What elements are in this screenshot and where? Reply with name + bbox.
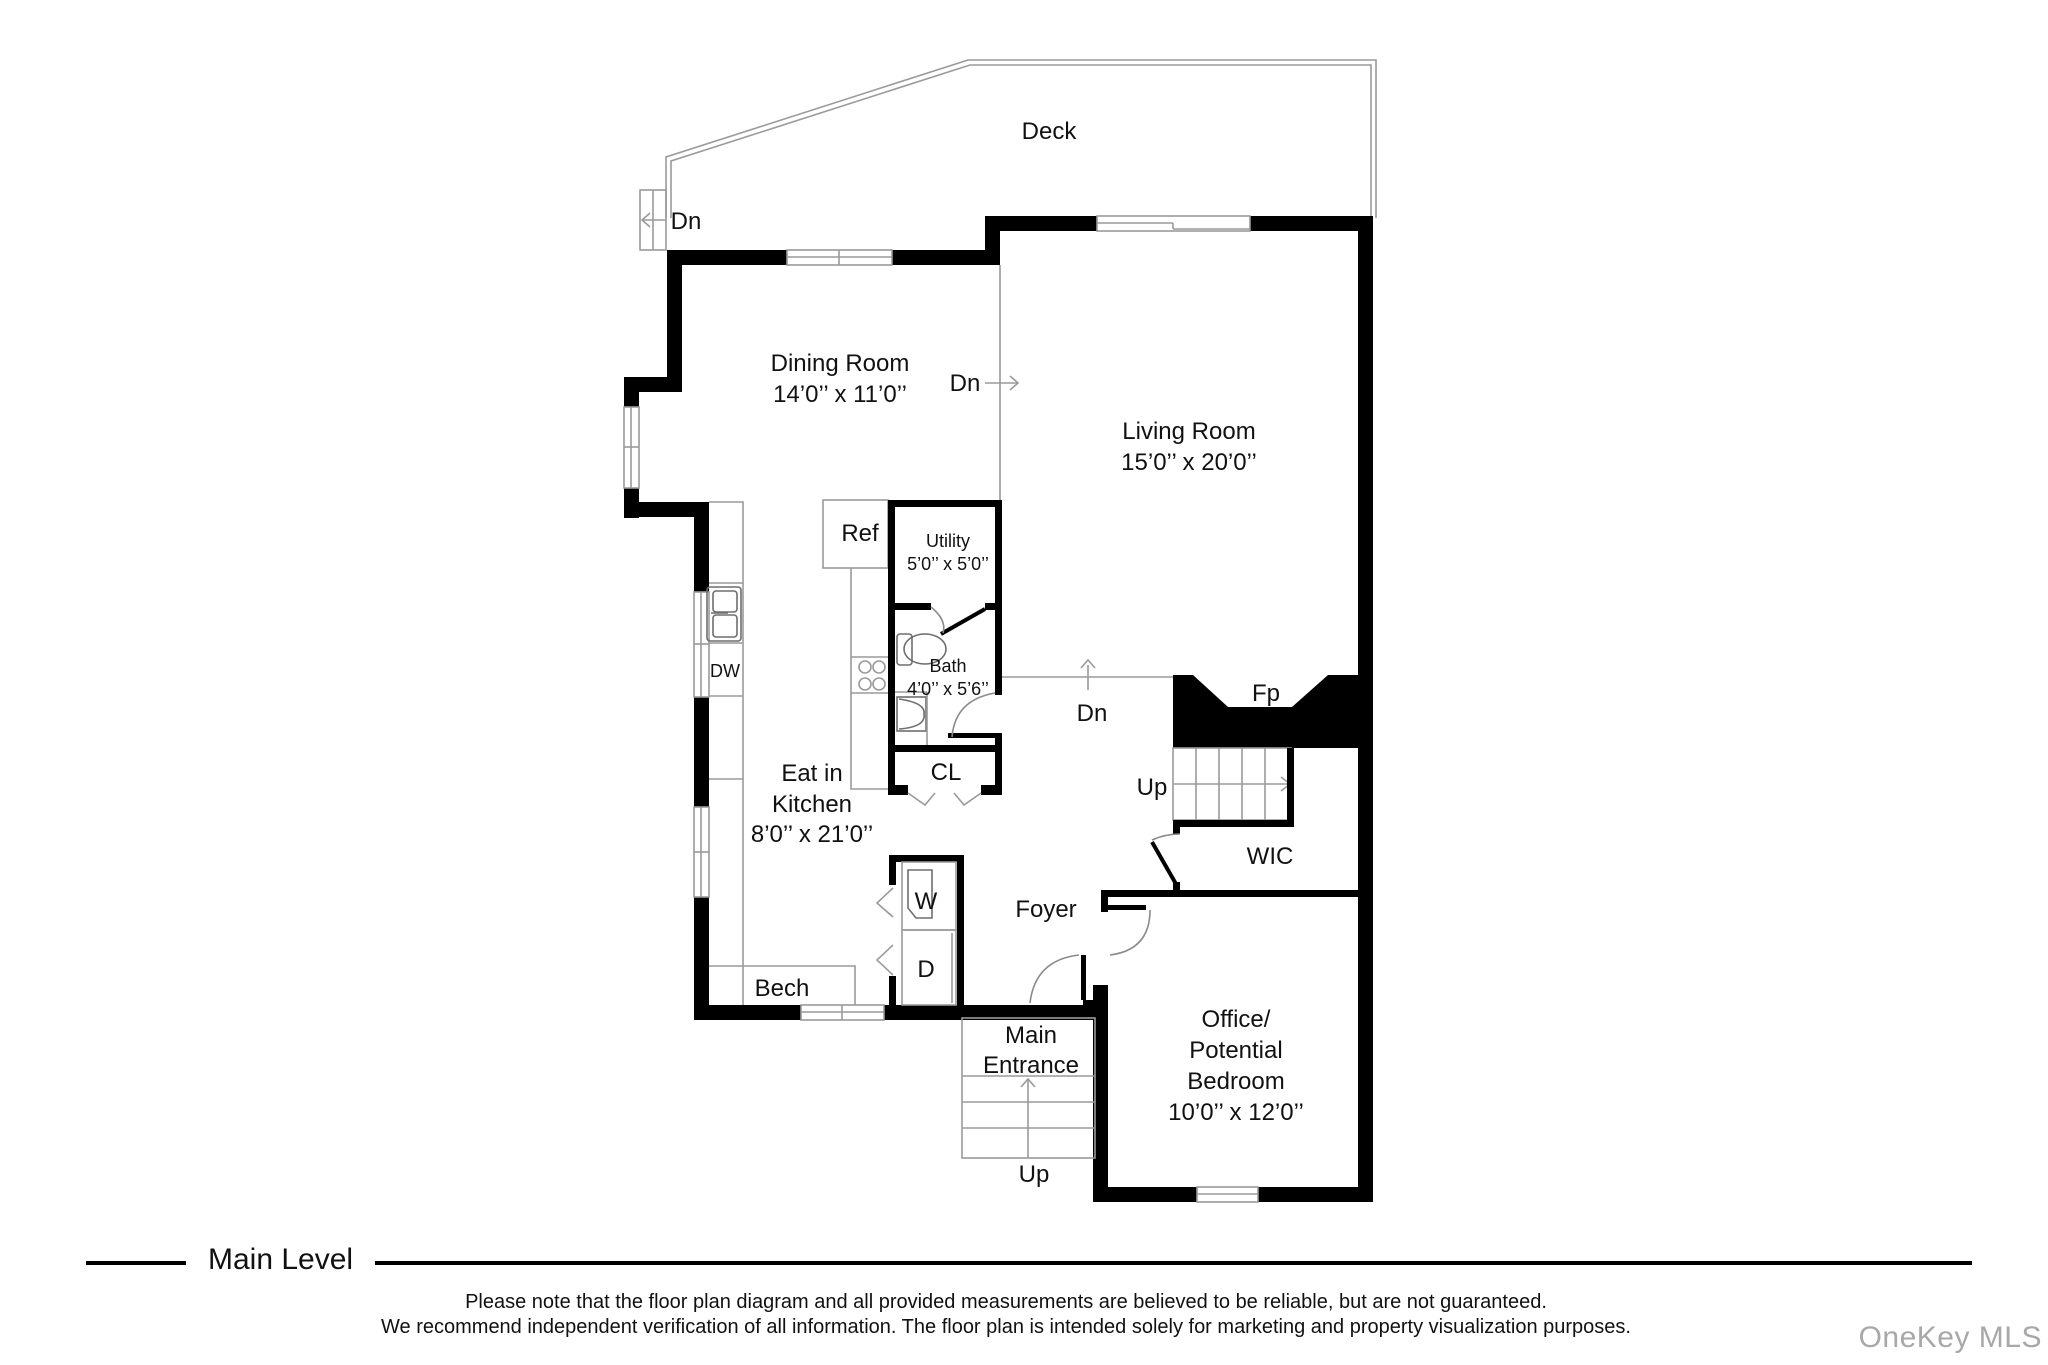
- level-rule-right: [375, 1261, 1972, 1265]
- deck-down-label: Dn: [671, 208, 702, 235]
- deck-outline: [665, 59, 1377, 218]
- office-line2: Potential: [1189, 1037, 1282, 1064]
- office-line3: Bedroom: [1187, 1068, 1284, 1095]
- laundry-closet: [875, 855, 964, 1006]
- deck-stairs: [639, 189, 667, 251]
- office-size: 10’0’’ x 12’0’’: [1168, 1099, 1304, 1126]
- kitchen-line2: Kitchen: [772, 791, 852, 818]
- fireplace-label: Fp: [1252, 680, 1280, 707]
- fireplace: [1173, 675, 1373, 748]
- bath-name: Bath: [929, 656, 966, 676]
- kitchen-counters: [706, 499, 889, 1005]
- wic-walls: [1029, 833, 1373, 1004]
- washer-label: W: [915, 888, 938, 915]
- living-room-name: Living Room: [1122, 418, 1255, 445]
- dw-label: DW: [710, 661, 740, 681]
- level-title: Main Level: [208, 1243, 354, 1276]
- closet-label: CL: [931, 759, 962, 786]
- entrance-stairs: [961, 1017, 1096, 1159]
- hall-down-label: Dn: [1077, 700, 1108, 727]
- utility-bath-walls: [888, 500, 1002, 807]
- kitchen-line1: Eat in: [781, 760, 842, 787]
- entrance-line2: Entrance: [983, 1052, 1079, 1079]
- onekey-mls-watermark: OneKey MLS: [1858, 1321, 2042, 1354]
- dining-room-name: Dining Room: [771, 350, 910, 377]
- entrance-line1: Main: [1005, 1022, 1057, 1049]
- dining-down-label: Dn: [950, 370, 981, 397]
- dining-room-size: 14’0’’ x 11’0’’: [773, 381, 907, 408]
- utility-name: Utility: [926, 531, 970, 551]
- dining-down-arrow: [985, 375, 1020, 391]
- bath-size: 4’0’’ x 5’6’’: [907, 679, 989, 699]
- deck-label: Deck: [1022, 118, 1078, 145]
- dryer-label: D: [917, 956, 934, 983]
- hall-down-arrow: [1080, 658, 1096, 690]
- bench-label: Bech: [755, 975, 810, 1002]
- foyer-label: Foyer: [1015, 896, 1076, 923]
- hall-stairs: [1172, 747, 1294, 834]
- disclaimer-line-1: Please note that the floor plan diagram …: [465, 1291, 1547, 1313]
- level-rule-left: [86, 1261, 186, 1265]
- hall-up-label: Up: [1137, 774, 1168, 801]
- living-room-size: 15’0’’ x 20’0’’: [1121, 449, 1257, 476]
- wic-label: WIC: [1247, 843, 1294, 870]
- office-line1: Office/: [1202, 1006, 1271, 1033]
- ref-label: Ref: [841, 520, 879, 547]
- windows: [623, 215, 1259, 1203]
- kitchen-size: 8’0’’ x 21’0’’: [751, 821, 873, 848]
- utility-size: 5’0’’ x 5’0’’: [907, 554, 989, 574]
- entrance-up-label: Up: [1019, 1161, 1050, 1188]
- disclaimer-line-2: We recommend independent verification of…: [381, 1316, 1631, 1338]
